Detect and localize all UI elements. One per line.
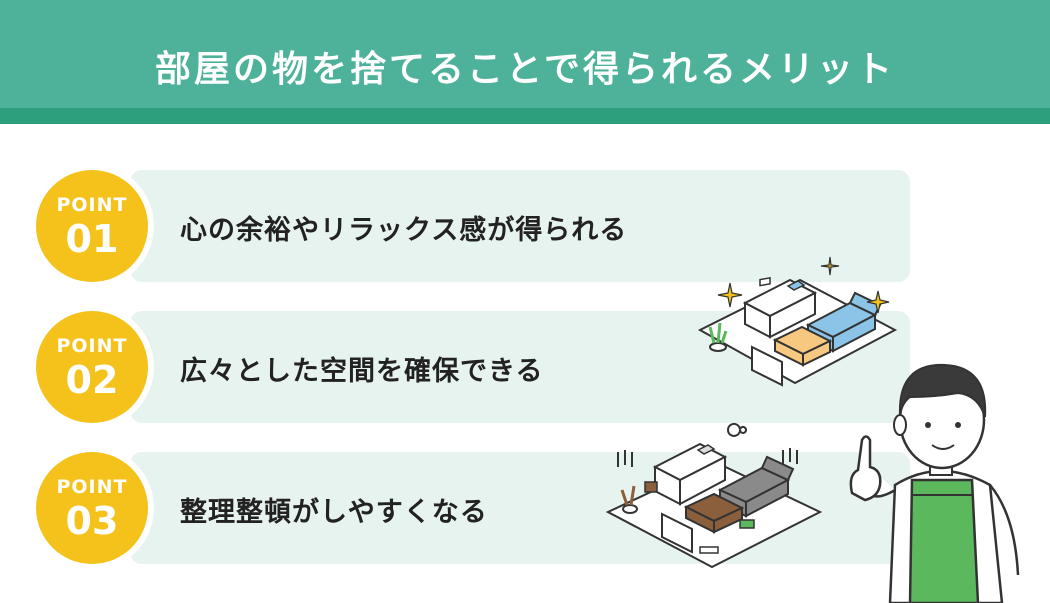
header-banner	[0, 0, 1050, 124]
point-badge-number: 01	[65, 217, 119, 261]
point-badge-ring: POINT 01	[30, 164, 154, 288]
point-text: 心の余裕やリラックス感が得られる	[180, 215, 628, 246]
point-text: 整理整頓がしやすくなる	[180, 497, 488, 528]
page-title: 部屋の物を捨てることで得られるメリット	[155, 49, 895, 90]
point-badge: POINT 01	[36, 170, 148, 282]
point-badge-number: 02	[65, 358, 119, 402]
messy-living-room-illustration	[605, 422, 823, 569]
person-in-green-apron-pointing	[849, 363, 1020, 603]
point-badge-number: 03	[65, 499, 119, 543]
point-badge: POINT 02	[36, 311, 148, 423]
tidy-living-room-illustration	[697, 256, 898, 387]
point-badge-label: POINT	[56, 476, 128, 498]
point-badge: POINT 03	[36, 452, 148, 564]
point-badge-ring: POINT 03	[30, 446, 154, 570]
point-row-1: POINT 01 心の余裕やリラックス感が得られる	[30, 164, 910, 288]
point-badge-label: POINT	[56, 335, 128, 357]
point-text: 広々とした空間を確保できる	[180, 356, 544, 387]
point-badge-ring: POINT 02	[30, 305, 154, 429]
point-row-background	[130, 170, 910, 282]
point-badge-label: POINT	[56, 194, 128, 216]
header-stripe	[0, 108, 1050, 124]
